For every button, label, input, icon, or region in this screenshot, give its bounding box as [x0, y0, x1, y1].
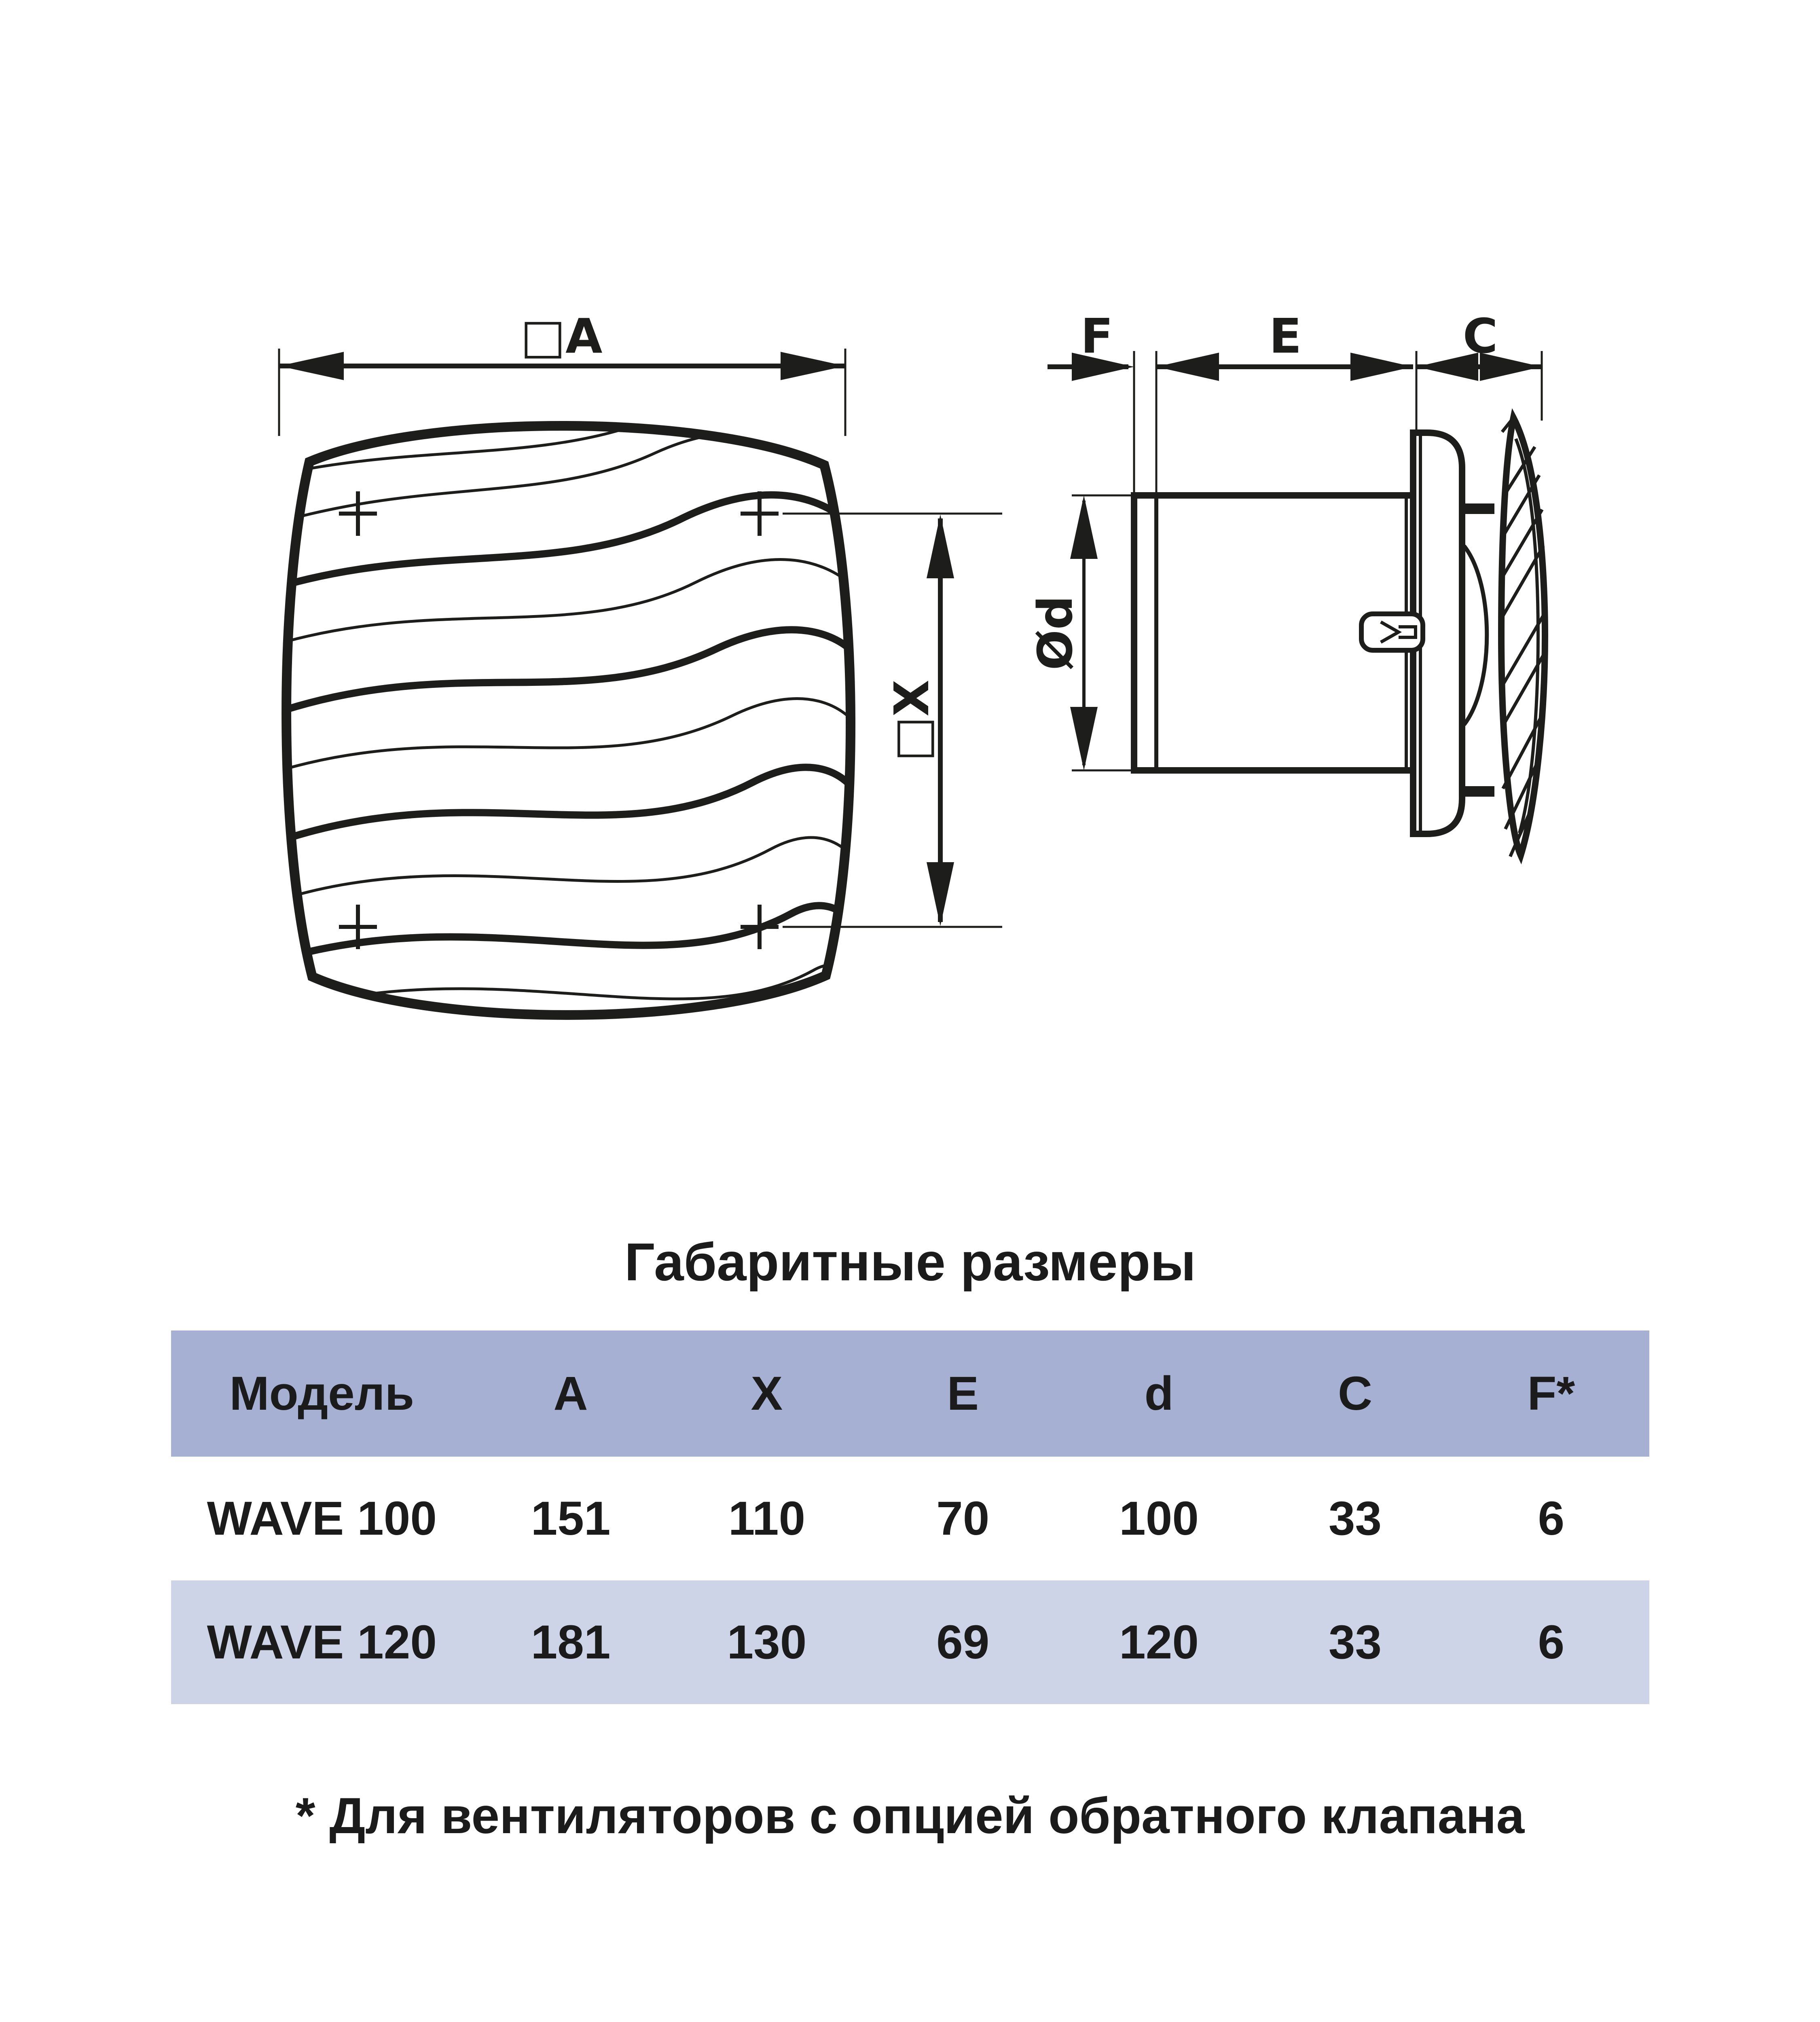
front-width-dim-label: □A — [521, 308, 603, 364]
mounting-cross-top-left — [339, 491, 377, 536]
table-header-a: A — [553, 1367, 588, 1420]
fan-face-outline — [281, 421, 855, 1020]
front-view: □A — [278, 308, 1002, 1020]
fan-face-wave-pattern — [286, 425, 851, 1009]
fixing-clip — [1359, 611, 1425, 653]
front-width-dimension: □A — [278, 308, 847, 436]
mounting-cross-bottom-left — [339, 905, 377, 949]
table-row-wave100: WAVE 100 151 110 70 100 33 6 — [171, 1457, 1649, 1580]
table-header-row: Модель A X E d C F* — [171, 1330, 1649, 1457]
table-header-model: Модель — [229, 1367, 415, 1420]
table-cell-value: 120 — [1119, 1616, 1199, 1669]
mounting-cross-top-right — [741, 491, 779, 536]
table-cell-value: 110 — [728, 1492, 806, 1545]
table-cell-value: 181 — [531, 1616, 611, 1669]
table-cell-value: 6 — [1538, 1616, 1565, 1669]
table-cell-value: 33 — [1328, 1616, 1382, 1669]
table-header-f: F* — [1527, 1367, 1575, 1420]
front-height-dimension: □X — [783, 512, 1002, 928]
dimensions-table: Модель A X E d C F* WAVE 100 151 110 70 … — [171, 1330, 1649, 1704]
table-cell-value: 6 — [1538, 1492, 1565, 1545]
side-flange-dim-label: F — [1081, 308, 1113, 364]
table-header-x: X — [751, 1367, 783, 1420]
dimension-drawing: □A — [278, 308, 1549, 1020]
table-row-wave120: WAVE 120 181 130 69 120 33 6 — [171, 1580, 1649, 1704]
footnote: * Для вентиляторов с опцией обратного кл… — [295, 1787, 1525, 1844]
mounting-cross-bottom-right — [741, 905, 779, 949]
table-header-d: d — [1144, 1367, 1174, 1420]
table-cell-value: 33 — [1328, 1492, 1382, 1545]
front-panel-edge — [1498, 408, 1549, 865]
table-cell-value: 69 — [936, 1616, 990, 1669]
side-view: F E C — [1027, 308, 1549, 865]
front-height-dim-label: □X — [884, 680, 940, 761]
table-cell-value: 130 — [727, 1616, 807, 1669]
table-cell-value: 151 — [531, 1492, 611, 1545]
table-cell-model: WAVE 100 — [207, 1492, 437, 1545]
side-top-dimensions — [1048, 351, 1543, 494]
impeller-arc — [1462, 544, 1489, 726]
table-cell-model: WAVE 120 — [207, 1616, 437, 1669]
table-header-e: E — [947, 1367, 979, 1420]
side-depth-dim-label: E — [1269, 308, 1302, 364]
table-cell-value: 100 — [1119, 1492, 1199, 1545]
side-diameter-dim-label: Ød — [1027, 596, 1083, 670]
front-panel-slats — [1500, 446, 1545, 857]
side-diameter-dimension: Ød — [1027, 495, 1098, 770]
table-cell-value: 70 — [936, 1492, 990, 1545]
table-title: Габаритные размеры — [624, 1232, 1196, 1292]
table-header-c: C — [1337, 1367, 1373, 1420]
